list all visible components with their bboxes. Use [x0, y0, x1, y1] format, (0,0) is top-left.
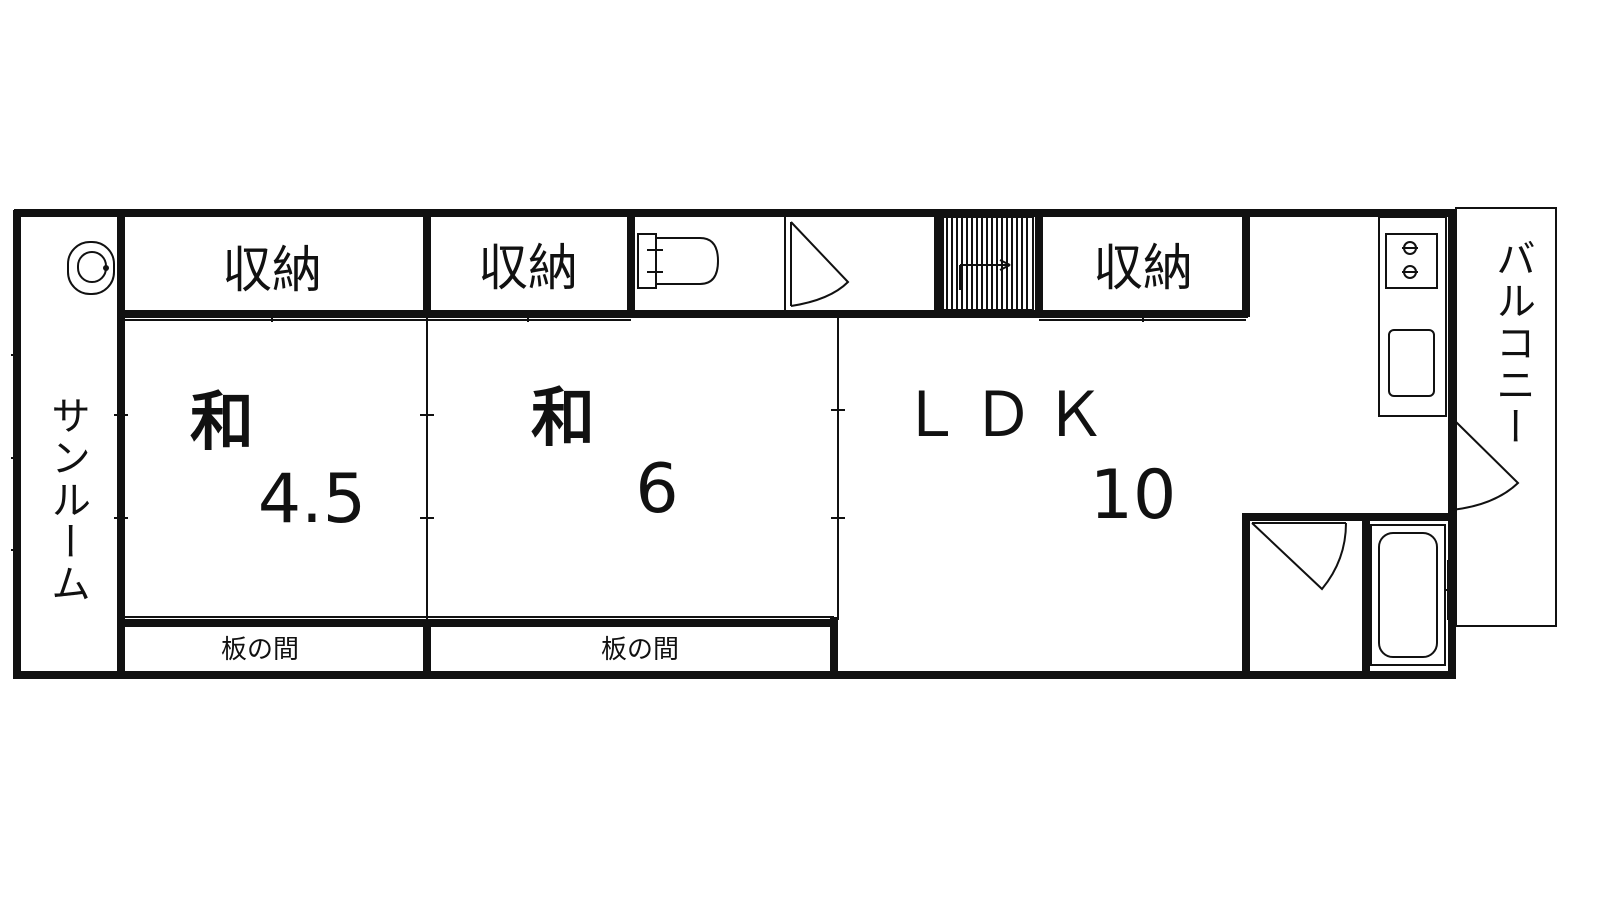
bathroom-door-icon — [1251, 522, 1347, 591]
itanoma-label-2: 板の間 — [601, 635, 679, 665]
washitsu-b-size: 6 — [635, 450, 678, 529]
washitsu-a-label: 和 — [190, 386, 254, 460]
balcony-label: バルコニー — [1489, 238, 1535, 448]
kitchen-sink-icon — [1388, 329, 1435, 397]
kitchen-counter — [1378, 216, 1447, 417]
itanoma-walls — [121, 616, 838, 675]
stove-icon — [1402, 241, 1418, 279]
stairs-icon — [942, 216, 1034, 311]
storage-row-walls — [121, 213, 1250, 322]
ldk-size: 10 — [1090, 456, 1177, 535]
storage-label-3: 収納 — [1093, 239, 1193, 297]
storage-label-2: 収納 — [478, 239, 578, 297]
toilet-icon — [637, 233, 720, 289]
sunroom-label: サンルーム — [44, 395, 90, 605]
ldk-label: ＬＤＫ — [900, 378, 1116, 451]
storage-label-1: 収納 — [222, 241, 322, 299]
entrance-door-icon — [790, 221, 850, 307]
itanoma-label-1: 板の間 — [221, 635, 299, 665]
room-dividers — [114, 317, 845, 625]
bathroom-walls — [1242, 513, 1452, 675]
sink-icon — [67, 241, 115, 295]
washitsu-b-label: 和 — [531, 382, 595, 456]
balcony-door-icon — [1451, 417, 1520, 511]
washitsu-a-size: 4.5 — [258, 460, 366, 539]
bathtub-icon — [1370, 524, 1456, 666]
